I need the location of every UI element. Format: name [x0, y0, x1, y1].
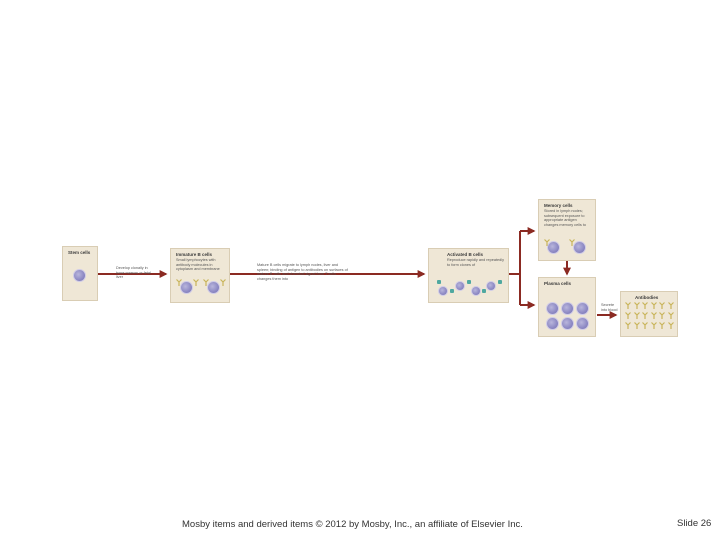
antibody-icon: [569, 239, 575, 246]
antibody-icon: [659, 322, 665, 329]
immature-b-cells-box: Immature B cells Small lymphocytes with …: [170, 248, 230, 303]
antigen-icon: [498, 280, 502, 284]
antibodies-title: Antibodies: [635, 295, 659, 300]
slide-number: Slide 26: [677, 518, 712, 529]
stem-cell: [74, 270, 85, 281]
antibody-icon: [642, 322, 648, 329]
antibody-icon: [650, 322, 657, 329]
stem-cells-title: Stem cells: [68, 250, 91, 255]
antibody-icon: [203, 279, 209, 286]
activated-b-cells-box: Activated B cells Reproduce rapidly and …: [428, 248, 509, 303]
stem-cells-box: Stem cells: [62, 246, 98, 301]
activated-desc: Reproduce rapidly and repeatedly to form…: [447, 258, 504, 267]
antibody-icon: [650, 302, 657, 309]
antibody-icon: [659, 312, 665, 319]
antibodies-box: Antibodies: [620, 291, 678, 337]
stem-note: Develop clonally in bone marrow or fetal…: [116, 266, 151, 280]
mature-note: Mature B cells migrate to lymph nodes, l…: [257, 263, 348, 281]
antibody-icon: [193, 279, 199, 286]
immature-title: Immature B cells: [176, 252, 213, 257]
immature-cell-1: [181, 282, 192, 293]
antibody-icon: [659, 302, 665, 309]
antibody-icon: [625, 302, 631, 309]
plasma-cell: [547, 303, 558, 314]
activated-title: Activated B cells: [447, 252, 484, 257]
antibody-icon: [667, 312, 674, 319]
copyright-footer: Mosby items and derived items © 2012 by …: [182, 519, 523, 530]
memory-cells-box: Memory cells Stored in lymph nodes; subs…: [538, 199, 596, 261]
antibody-icon: [633, 322, 640, 329]
plasma-cells-box: Plasma cells: [538, 277, 596, 337]
antibody-icon: [220, 279, 226, 286]
plasma-title: Plasma cells: [544, 281, 572, 286]
antibody-icon: [625, 322, 631, 329]
antibody-icon: [176, 279, 182, 286]
antibody-icon: [633, 312, 640, 319]
antibody-icon: [650, 312, 657, 319]
plasma-cell: [577, 303, 588, 314]
memory-title: Memory cells: [544, 203, 573, 208]
plasma-cell: [562, 303, 573, 314]
memory-cell-2: [574, 242, 585, 253]
antibody-icon: [544, 239, 550, 246]
antigen-icon: [482, 289, 486, 293]
antigen-icon: [467, 280, 471, 284]
activated-cell-3: [472, 287, 480, 295]
plasma-cell: [562, 318, 573, 329]
antibody-icon: [667, 322, 674, 329]
memory-cell-1: [548, 242, 559, 253]
activated-cell-1: [439, 287, 447, 295]
antigen-icon: [450, 289, 454, 293]
antibody-icon: [642, 302, 648, 309]
antibody-icon: [667, 302, 674, 309]
activated-cell-4: [487, 282, 495, 290]
immature-cell-2: [208, 282, 219, 293]
plasma-cell: [577, 318, 588, 329]
antibody-icon: [642, 312, 648, 319]
antibody-grid: [625, 302, 677, 336]
antibody-icon: [633, 302, 640, 309]
antigen-icon: [437, 280, 441, 284]
activated-cell-2: [456, 282, 464, 290]
secrete-note: Secrete into blood: [601, 303, 618, 312]
memory-desc: Stored in lymph nodes; subsequent exposu…: [544, 209, 586, 227]
plasma-cell: [547, 318, 558, 329]
immature-desc: Small lymphocytes with antibody molecule…: [176, 258, 220, 272]
antibody-icon: [625, 312, 631, 319]
